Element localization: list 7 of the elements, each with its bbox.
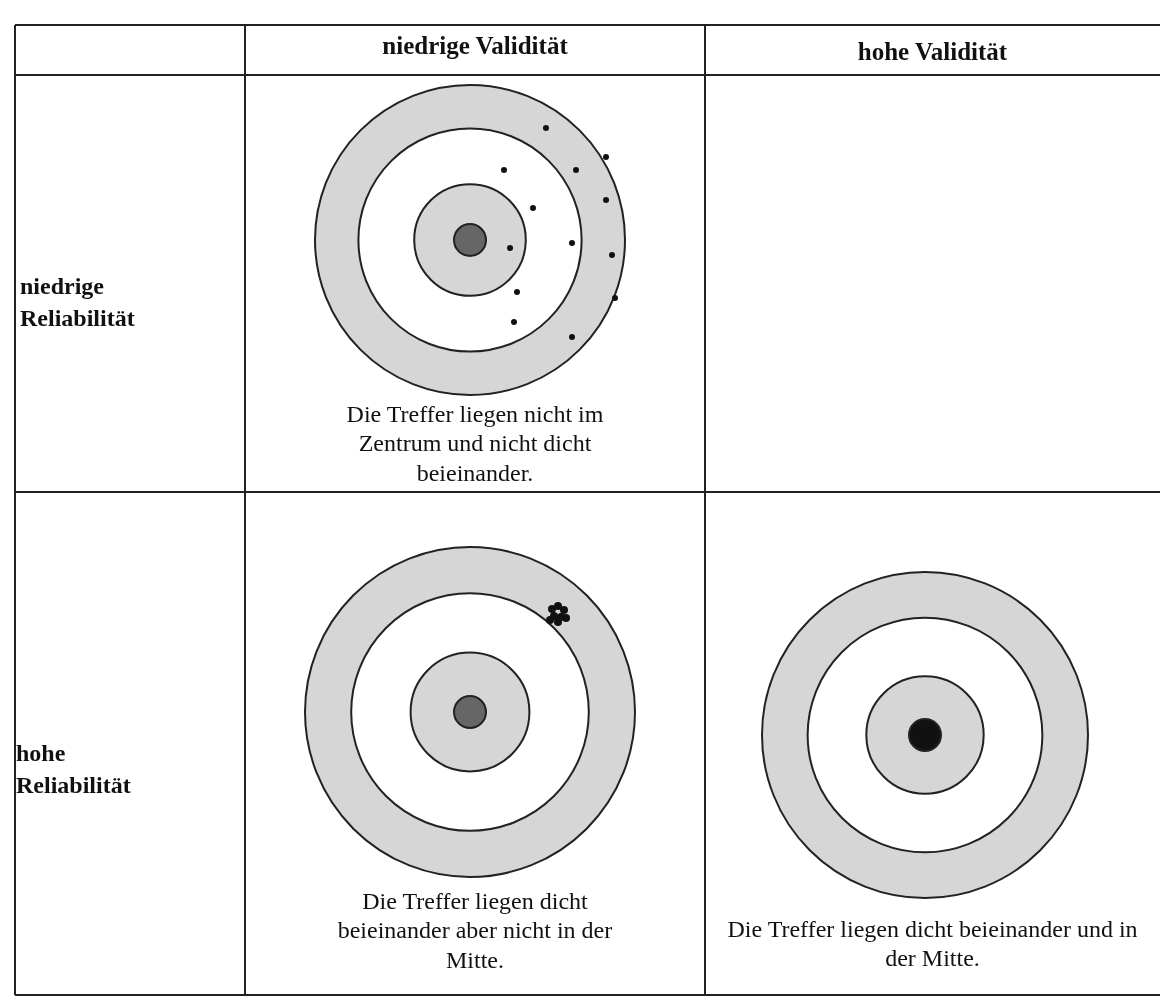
column-header: niedrige Validität: [381, 32, 569, 60]
cell-text: Die Treffer liegen dicht beieinander und in der Mitte.: [726, 915, 1139, 974]
row-header: niedrige Reliabilität: [20, 272, 136, 334]
row-header: hohe Reliabilität: [16, 739, 132, 801]
cell-text: Die Treffer liegen nicht im Zentrum und nicht dicht beieinander.: [345, 400, 605, 488]
column-header: hohe Validität: [856, 38, 1009, 66]
cell-text: Die Treffer liegen dicht beieinander aber nicht in der Mitte.: [336, 887, 614, 975]
